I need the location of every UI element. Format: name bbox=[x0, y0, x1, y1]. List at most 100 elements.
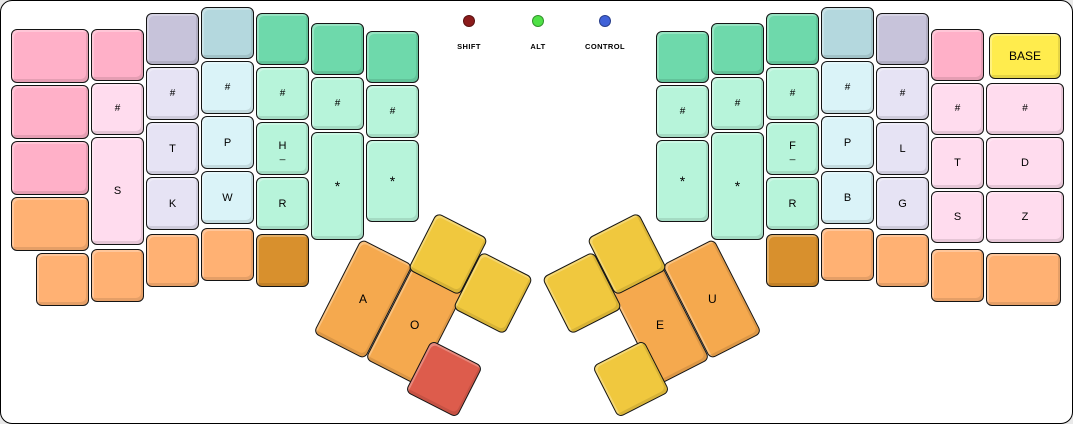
key-label: # bbox=[224, 81, 231, 93]
key-right-star-outer[interactable]: * bbox=[711, 132, 764, 240]
key-right-col6-hash[interactable]: # bbox=[711, 77, 764, 130]
key-right-col4-row1[interactable] bbox=[821, 7, 874, 59]
key-right-col3-hash[interactable]: # bbox=[876, 67, 929, 120]
key-sublabel: _ bbox=[789, 149, 796, 161]
key-right-r[interactable]: R bbox=[766, 177, 819, 230]
key-label: # bbox=[899, 87, 906, 99]
key-left-col3-hash[interactable]: # bbox=[146, 67, 199, 120]
key-right-d[interactable]: D bbox=[986, 137, 1064, 189]
key-left-star-inner[interactable]: * bbox=[366, 140, 419, 222]
key-label: * bbox=[389, 173, 396, 189]
key-left-bottom-3[interactable] bbox=[146, 234, 199, 287]
key-left-bottom-2[interactable] bbox=[91, 249, 144, 302]
key-right-g[interactable]: G bbox=[876, 177, 929, 230]
key-label: T bbox=[954, 157, 961, 169]
key-left-col6-hash[interactable]: # bbox=[311, 77, 364, 130]
key-right-s[interactable]: S bbox=[931, 191, 984, 243]
key-right-col7-hash[interactable]: # bbox=[656, 85, 709, 138]
control-indicator: CONTROL bbox=[570, 15, 640, 51]
key-left-col2-hash[interactable]: # bbox=[91, 83, 144, 135]
key-label: B bbox=[843, 191, 852, 204]
key-label: R bbox=[788, 197, 797, 210]
key-label: F bbox=[789, 139, 796, 152]
key-left-col4-row1[interactable] bbox=[201, 7, 254, 59]
key-left-col7-row1[interactable] bbox=[366, 31, 419, 83]
shift-indicator-label: SHIFT bbox=[457, 42, 481, 51]
key-left-col1-row1[interactable] bbox=[11, 29, 89, 83]
key-right-col4-hash[interactable]: # bbox=[821, 61, 874, 114]
key-left-col5-row1[interactable] bbox=[256, 13, 309, 65]
key-left-k[interactable]: K bbox=[146, 177, 199, 230]
key-right-star-inner[interactable]: * bbox=[656, 140, 709, 222]
key-right-l[interactable]: L bbox=[876, 122, 929, 175]
key-label: W bbox=[222, 191, 233, 204]
key-right-col6-row1[interactable] bbox=[711, 23, 764, 75]
key-left-r[interactable]: R bbox=[256, 177, 309, 230]
key-label: # bbox=[389, 105, 396, 117]
key-left-w[interactable]: W bbox=[201, 171, 254, 224]
key-right-bottom-4[interactable] bbox=[821, 228, 874, 281]
alt-indicator-label: ALT bbox=[530, 42, 546, 51]
key-left-star-outer[interactable]: * bbox=[311, 132, 364, 240]
key-left-col1-row4[interactable] bbox=[11, 197, 89, 251]
key-right-bottom-1[interactable] bbox=[986, 253, 1061, 306]
key-left-col6-row1[interactable] bbox=[311, 23, 364, 75]
key-label: T bbox=[169, 142, 176, 155]
key-label: * bbox=[679, 173, 686, 189]
key-label: # bbox=[844, 81, 851, 93]
key-left-col4-hash[interactable]: # bbox=[201, 61, 254, 114]
key-right-col5-hash[interactable]: # bbox=[766, 67, 819, 120]
key-right-col1-hash[interactable]: # bbox=[986, 83, 1064, 135]
key-right-col7-row1[interactable] bbox=[656, 31, 709, 83]
key-left-bottom-5[interactable] bbox=[256, 234, 309, 287]
key-left-col1-row3[interactable] bbox=[11, 141, 89, 195]
shift-indicator-dot bbox=[463, 15, 475, 27]
key-label: BASE bbox=[1008, 49, 1041, 63]
key-label: A bbox=[358, 291, 368, 306]
key-label: # bbox=[679, 105, 686, 117]
key-right-bottom-5[interactable] bbox=[766, 234, 819, 287]
key-label: # bbox=[279, 87, 286, 99]
key-left-p[interactable]: P bbox=[201, 116, 254, 169]
key-label: Z bbox=[1021, 211, 1029, 223]
key-label: D bbox=[1021, 157, 1029, 169]
key-right-p[interactable]: P bbox=[821, 116, 874, 169]
key-right-col5-row1[interactable] bbox=[766, 13, 819, 65]
key-left-bottom-4[interactable] bbox=[201, 228, 254, 281]
key-left-col2-row1[interactable] bbox=[91, 29, 144, 81]
key-label: O bbox=[410, 318, 420, 332]
key-right-f[interactable]: F_ bbox=[766, 122, 819, 175]
key-right-t[interactable]: T bbox=[931, 137, 984, 189]
key-left-col5-hash[interactable]: # bbox=[256, 67, 309, 120]
key-label: R bbox=[278, 197, 287, 210]
key-left-col3-row1[interactable] bbox=[146, 13, 199, 65]
key-label: # bbox=[1022, 103, 1028, 114]
key-label: * bbox=[334, 178, 341, 194]
key-label: # bbox=[789, 87, 796, 99]
key-right-bottom-2[interactable] bbox=[931, 249, 984, 302]
key-left-col1-row2[interactable] bbox=[11, 85, 89, 139]
key-label: G bbox=[898, 197, 907, 210]
key-right-z[interactable]: Z bbox=[986, 191, 1064, 243]
key-right-col2-hash[interactable]: # bbox=[931, 83, 984, 135]
key-right-bottom-3[interactable] bbox=[876, 234, 929, 287]
key-left-bottom-1[interactable] bbox=[36, 253, 89, 306]
key-left-s[interactable]: S bbox=[91, 137, 144, 245]
key-base-key[interactable]: BASE bbox=[989, 33, 1061, 79]
key-left-col7-hash[interactable]: # bbox=[366, 85, 419, 138]
key-right-col2-row1[interactable] bbox=[931, 29, 984, 81]
key-label: # bbox=[334, 97, 341, 109]
key-sublabel: _ bbox=[279, 149, 286, 161]
key-label: E bbox=[655, 318, 665, 333]
key-label: L bbox=[899, 142, 906, 155]
key-left-t[interactable]: T bbox=[146, 122, 199, 175]
key-label: P bbox=[223, 136, 232, 149]
control-indicator-label: CONTROL bbox=[585, 42, 625, 51]
key-label: # bbox=[734, 97, 741, 109]
key-label: * bbox=[734, 178, 741, 194]
key-right-b[interactable]: B bbox=[821, 171, 874, 224]
key-left-h[interactable]: H_ bbox=[256, 122, 309, 175]
shift-indicator: SHIFT bbox=[434, 15, 504, 51]
key-right-col3-row1[interactable] bbox=[876, 13, 929, 65]
